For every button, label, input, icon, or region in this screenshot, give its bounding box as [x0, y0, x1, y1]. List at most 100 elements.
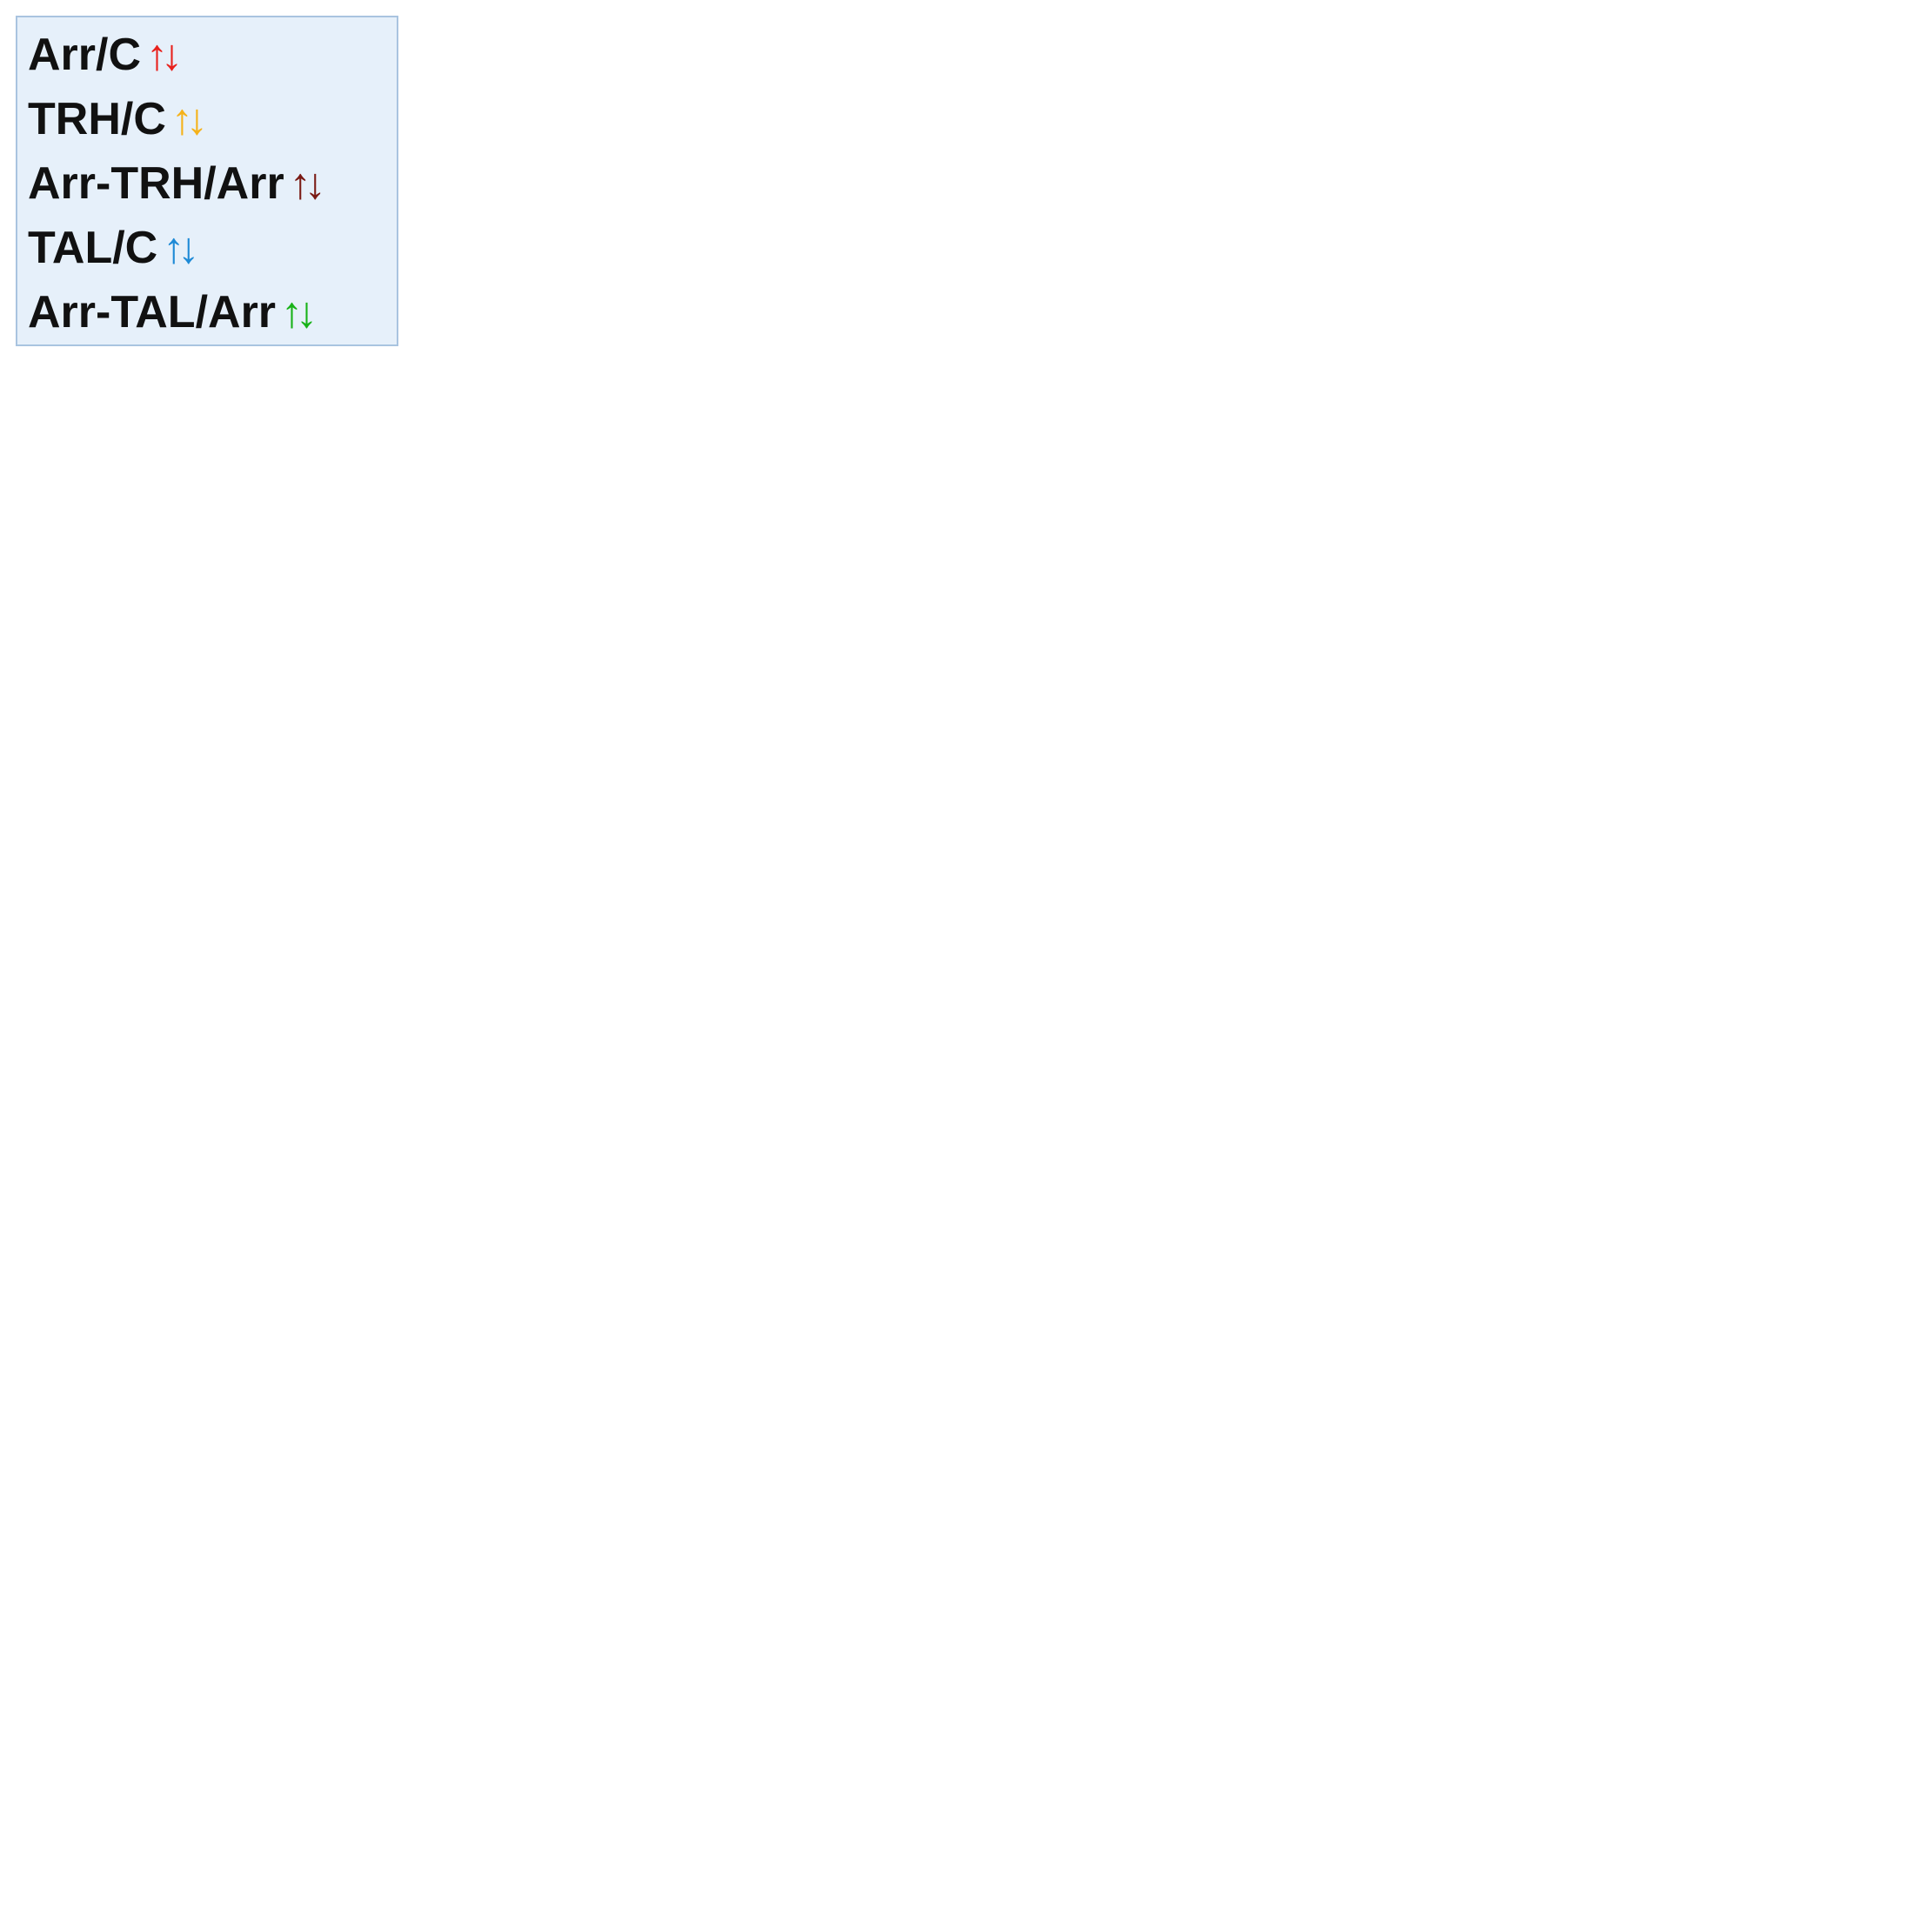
afdn-accession: (O35889)	[610, 1315, 727, 1347]
cdk4-name: CDK4	[1723, 1483, 1830, 1528]
ksr2-label: KSR2 (M0RBD3)	[1275, 946, 1320, 1193]
rassf5-to-ras	[786, 720, 952, 919]
erk-node: ERK 1/2	[1334, 1352, 1537, 1421]
ras-to-braf	[1042, 672, 1317, 910]
site-s_s97: S97↑↑	[1837, 497, 1920, 528]
phosphosites: T984↑↑S980↑↑S1165↑↑↑↑S821↑↑S824↑↑S2488↑↑…	[84, 297, 1932, 1892]
erk-to-nucleus	[1134, 1443, 1433, 1607]
erbb3-node: Erbb3(G3V6N1)	[632, 173, 821, 339]
map3k9-node: Map3k9 (A0A0G2JUN9)	[1634, 1158, 1898, 1283]
map3k2-accession: (F1M9D0)	[1715, 950, 1841, 981]
site-s_s1603: S1603↓↓↓↓	[964, 1771, 1111, 1802]
afdn-node: Afdn (O35889)	[586, 1244, 751, 1369]
sos-accession: (D4A3T0)	[472, 924, 593, 955]
sos-s1251-tether	[608, 907, 620, 915]
dclk1-s332-tether	[308, 1320, 373, 1382]
prkar1a-name: Prkar1a	[1617, 373, 1757, 418]
adcy6-accession: (A0A0G2K429)	[1259, 294, 1447, 325]
src-to-grb2	[251, 847, 324, 974]
grb2-node: Grb2	[272, 1000, 389, 1084]
site-s_s337d: S337↑↑↓↓	[376, 1394, 507, 1426]
pka-name: PKA	[1639, 299, 1719, 344]
sos-node: Sos(D4A3T0)	[451, 858, 615, 976]
rps6ka3-node: RPS6KA3(D3Z8E0)	[1386, 1558, 1615, 1683]
prkar2b-name: Prkar2b	[1598, 615, 1738, 660]
rps6ka3-name: RPS6KA3	[1410, 1574, 1590, 1620]
site-s_s1364: S1364↑↑↑↑	[1081, 1718, 1228, 1749]
mir-node: miR-143/145	[446, 1534, 759, 1598]
prkar2b-accession: (P12369)	[1611, 668, 1726, 699]
afdn-name: Afdn	[627, 1260, 710, 1306]
erbb3-tether	[677, 356, 689, 392]
site-s_prkar2b_s83: S83↓↓	[1788, 612, 1870, 644]
site-s_s67: S67↑[37.8]↓↓	[1338, 395, 1506, 426]
rassf5-accession: (O35141)	[648, 658, 765, 689]
braf-accession: (F1M9C3)	[1353, 745, 1478, 776]
site-s_t272: T272↑[19.5]↑↑	[1148, 1473, 1330, 1504]
braf-node: B-Raf(F1M9C3)	[1329, 649, 1502, 805]
dab2ip-name: Dab2ip	[887, 631, 1014, 676]
dab2ip-to-ras	[963, 763, 988, 919]
src-node: Src(Q9WUD9)	[48, 767, 230, 892]
prkar2a-accession: (A0A0G2K405)	[1593, 552, 1782, 583]
prkar1a-accession: (P09456)	[1630, 428, 1745, 459]
rreb1b-node: Rreb1	[462, 1762, 605, 1827]
cnksr1-accession: (G3V8W8)	[986, 1272, 1118, 1303]
adcy6-name: Adcy6	[1298, 241, 1409, 286]
site-s_s1165: S1165↑↑↑↑	[752, 434, 897, 465]
legend-arrows: ↑↓	[170, 95, 208, 144]
legend-row-trh: TRH/C↑↓	[28, 87, 386, 151]
rtk-receptor	[425, 250, 594, 532]
ras-node: Ras	[877, 933, 1041, 999]
sos-s1319-tether	[607, 973, 621, 999]
site-s_t336: T336↑↑↑↑	[376, 1364, 505, 1395]
grb2-to-sos	[385, 952, 448, 1000]
mek-name: MEK 1/2	[1363, 1115, 1516, 1160]
rtk-label: RTK	[416, 194, 502, 243]
site-s_s307: S307↑↑	[376, 1240, 474, 1272]
ksr1-label: KSR1	[1206, 992, 1251, 1096]
dclk1-accession: (A0A0G2KB92)	[91, 1390, 284, 1421]
gab1-node: Gab1 (D3ZAL7)	[52, 1101, 356, 1166]
trh-receptor	[33, 418, 444, 660]
dab2ip-node: Dab2ip (A0A0G2JTF2)	[823, 614, 1079, 739]
erk-to-cdk4	[1551, 1412, 1653, 1478]
eps8l2-name: Eps8l2	[444, 998, 566, 1043]
sos-s1078-tether	[607, 817, 621, 836]
site-s_t69: T69↑↑↑↑	[1364, 364, 1478, 395]
legend: Arr/C↑↓ TRH/C↑↓ Arr-TRH/Arr↑↓ TAL/C↑↓ Ar…	[16, 16, 398, 346]
site-s_s163: S163↑↑	[1727, 792, 1825, 824]
raf-node: Raf	[1368, 574, 1546, 656]
map3k9-name: Map3k9	[1695, 1174, 1837, 1220]
prkar2a-name: Prkar2a	[1617, 498, 1757, 544]
legend-row-arr-tal: Arr-TAL/Arr↑↓	[28, 280, 386, 344]
erk-name: ERK 1/2	[1360, 1364, 1509, 1409]
erbb3-name: Erbb3	[663, 197, 773, 282]
protein-nodes: KSR1 KSR2 (M0RBD3) Adcy6 (A0A0G2K429) PKA Prk…	[48, 226, 1898, 1848]
prkar1a-node: Prkar1a (P09456)	[1551, 357, 1824, 482]
afdn-to-ras	[769, 1017, 938, 1311]
eps8l2-node: Eps8l2(F7DLY1)	[418, 982, 592, 1106]
site-s_s1597: S1597↑↑	[933, 1804, 1047, 1835]
dclk1-t336-tether	[308, 1380, 373, 1382]
dclk1-s334-tether	[308, 1350, 373, 1382]
map3k9-to-mek	[1562, 1167, 1620, 1224]
egfr-label: EGFR	[618, 99, 743, 150]
site-s_s2488: S2488↑↑	[1019, 514, 1133, 545]
dclk1-s330-tether	[308, 1288, 373, 1382]
map3k9-accession: (A0A0G2JUN9)	[1669, 1229, 1862, 1260]
rreb1-label: Rreb1 (D3ZI11)	[756, 1700, 984, 1745]
site-s_s135: S135↑↑↑↑	[1696, 760, 1828, 792]
trh-r-label: TRH-R	[57, 368, 192, 417]
dab2ip-accession: (A0A0G2JTF2)	[857, 685, 1044, 717]
site-s_s545: S545↑↑	[1771, 1288, 1869, 1320]
rreb1-node: Rreb1 (D3ZI11)	[713, 1690, 1026, 1756]
legend-arrows: ↑↓	[289, 159, 326, 208]
site-s_t365: T365↑↑	[1427, 1721, 1523, 1752]
sos-s1318-tether	[608, 959, 620, 969]
site-s_t1249: T1249↑↑	[626, 856, 739, 887]
ras-name: Ras	[924, 944, 995, 989]
gab1-label: Gab1 (D3ZAL7)	[89, 1110, 318, 1155]
site-s_s334m: S334↑↑	[1722, 1038, 1821, 1069]
site-s_s1590: S1590↑↑↓↓	[742, 1804, 889, 1835]
